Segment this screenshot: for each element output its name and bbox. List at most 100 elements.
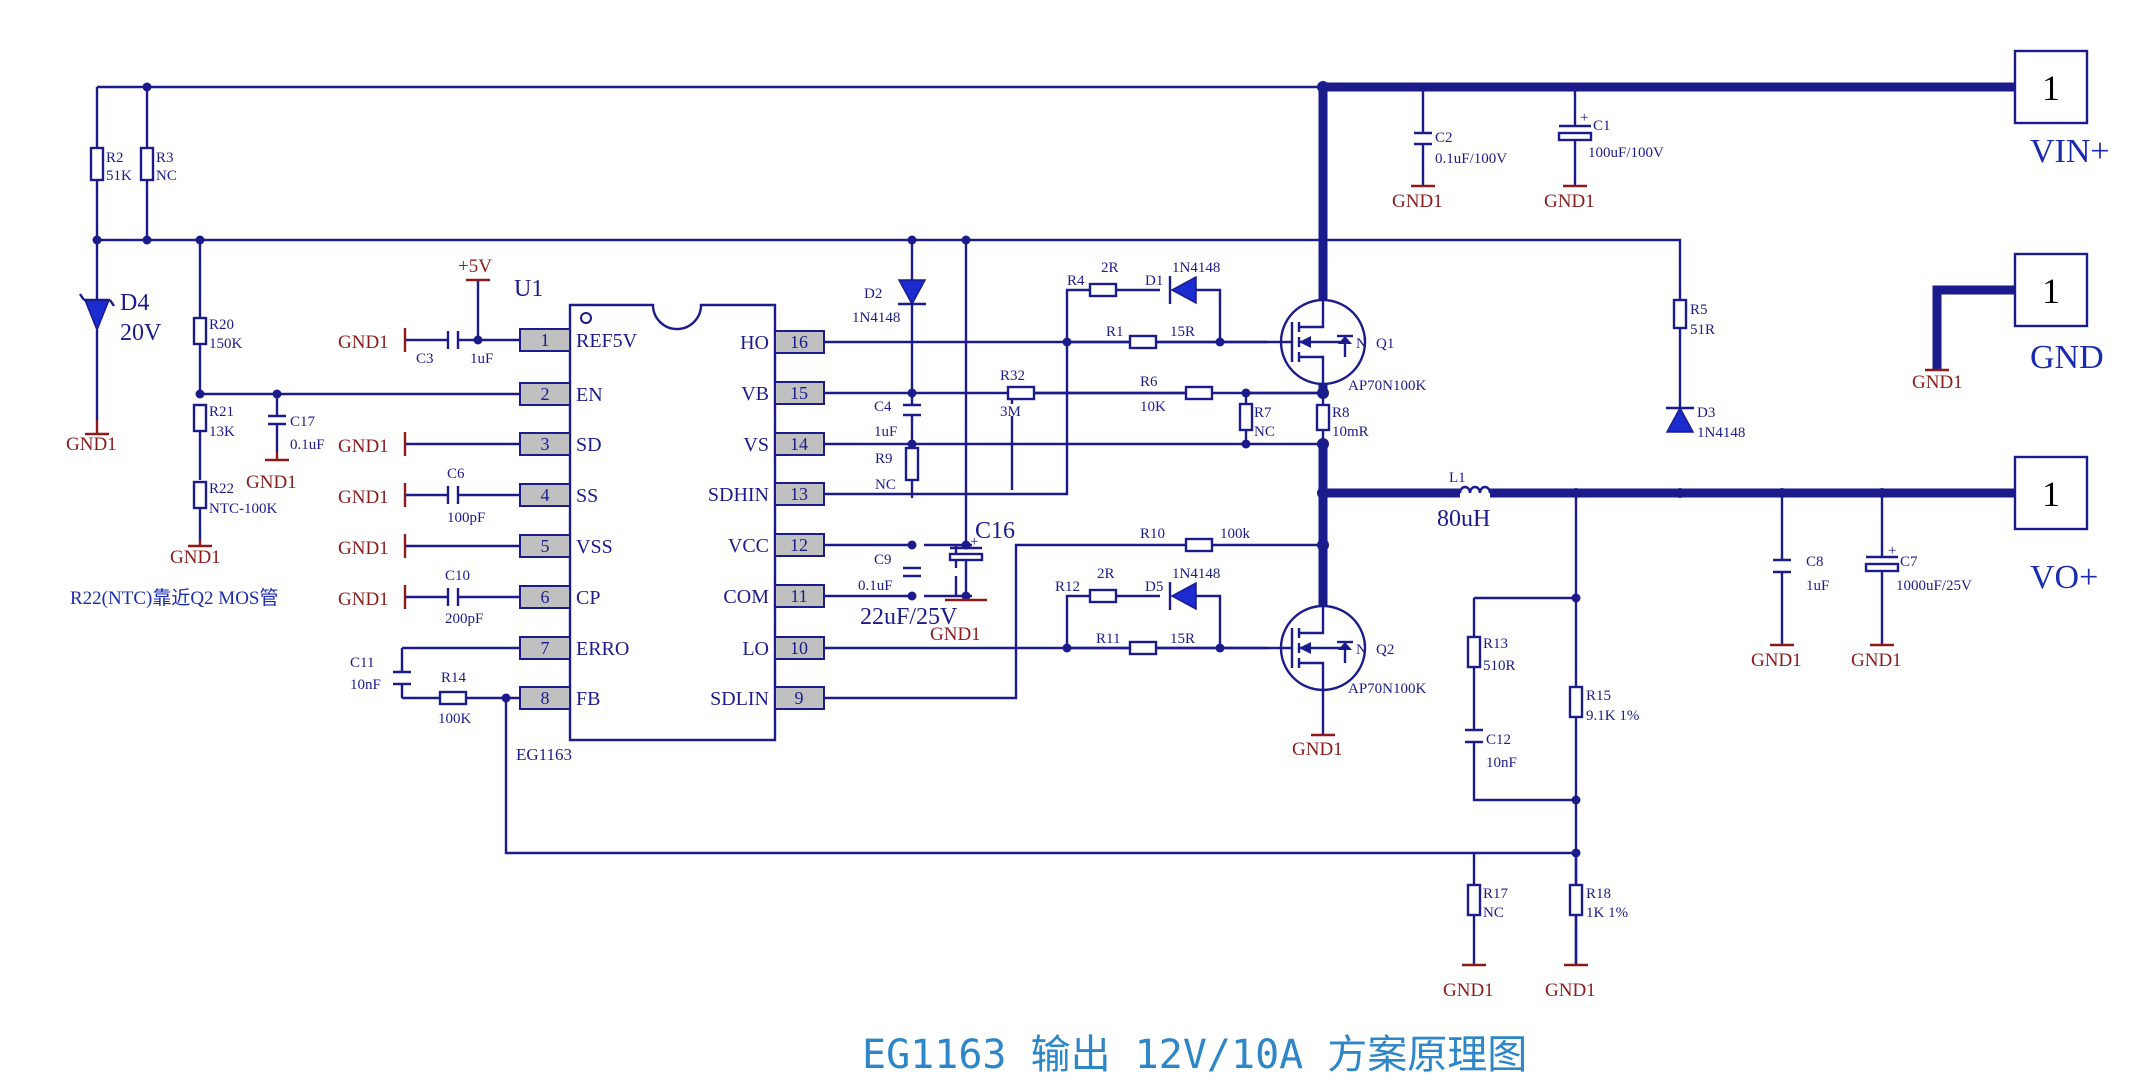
components-r2-value-label: 51K (106, 168, 132, 184)
rect-shape (774, 533, 825, 557)
rect-shape (519, 636, 571, 660)
circle-shape (1571, 848, 1581, 858)
components-d1-ref-label: D1 (1145, 273, 1163, 289)
components-r6-ref-label: R6 (1140, 374, 1158, 390)
components-c9-value-label: 0.1uF (858, 578, 893, 594)
components-r7-value-label: NC (1254, 424, 1275, 440)
net-gnd-label: GND1 (338, 436, 389, 457)
components-d5-value-label: 1N4148 (1172, 566, 1220, 582)
components-r20-value-label: 150K (209, 336, 243, 352)
polygon-shape (897, 279, 927, 306)
path-shape (1458, 485, 1492, 494)
net-gnd-label: GND1 (338, 487, 389, 508)
circle-shape (272, 389, 282, 399)
components-r9-value-label: NC (875, 477, 896, 493)
components-d5-ref-label: D5 (1145, 579, 1163, 595)
components-r5-ref-label: R5 (1690, 302, 1708, 318)
connector-vo: 1 VO+ (2013, 455, 2098, 596)
ic-part: EG1163 (516, 745, 572, 764)
ports-vin-num-label: 1 (2042, 68, 2060, 108)
pin-16-num: 16 (790, 332, 808, 352)
net-gnd-label: GND1 (1292, 739, 1343, 760)
components-r15-ref-label: R15 (1586, 688, 1611, 704)
circle-shape (195, 389, 205, 399)
path-shape (265, 452, 289, 462)
pin-5-num: 5 (541, 536, 550, 556)
components-r1-value-label: 15R (1170, 324, 1195, 340)
pin-14-name: VS (743, 434, 769, 456)
components-r3-value-label: NC (156, 168, 177, 184)
pin-11-num: 11 (790, 586, 807, 606)
circle-shape (501, 693, 511, 703)
net-gnd-label: GND1 (66, 434, 117, 455)
components-r32-value-label: 3M (1000, 404, 1021, 420)
path-shape (568, 303, 777, 742)
components-c3-ref-label: C3 (416, 351, 434, 367)
components-r11-ref-label: R11 (1096, 631, 1120, 647)
resistor-r22-ntc (192, 480, 208, 510)
components-q2-ref-label: Q2 (1376, 642, 1394, 658)
components-r17-ref-label: R17 (1483, 886, 1509, 902)
path-shape (446, 588, 460, 606)
components-r9-ref-label: R9 (875, 451, 893, 467)
resistor-r13 (1466, 635, 1482, 669)
rect-shape (1557, 131, 1593, 142)
components-c10-ref-label: C10 (445, 568, 470, 584)
resistor-r3 (139, 146, 155, 182)
rect-shape (519, 432, 571, 456)
circle-shape (1571, 795, 1581, 805)
circle-shape (1241, 388, 1251, 398)
components-r12-value-label: 2R (1097, 566, 1115, 582)
rect-shape (774, 584, 825, 608)
path-shape (1465, 728, 1483, 744)
components-c9-ref-label: C9 (874, 552, 892, 568)
pin-4-num: 4 (541, 485, 550, 505)
components-r2-ref-label: R2 (106, 150, 124, 166)
circle-shape (1571, 488, 1581, 498)
components-r18-value-label: 1K 1% (1586, 905, 1628, 921)
path-shape (903, 566, 921, 578)
rect-shape (519, 328, 571, 352)
components-r11-value-label: 15R (1170, 631, 1195, 647)
net-gnd-label: GND1 (1751, 650, 1802, 671)
resistor-r18 (1568, 883, 1584, 917)
pin-9-name: SDLIN (710, 688, 769, 710)
resistor-r12 (1088, 588, 1118, 604)
circle-shape (195, 235, 205, 245)
resistor-r4 (1088, 282, 1118, 298)
components-c7-ref-label: C7 (1900, 554, 1918, 570)
pin-10-num: 10 (790, 638, 808, 658)
circle-shape (1062, 337, 1072, 347)
path-shape (79, 293, 115, 307)
components-c8-ref-label: C8 (1806, 554, 1824, 570)
components-c12-ref-label: C12 (1486, 732, 1511, 748)
components-r10-ref-label: R10 (1140, 526, 1165, 542)
circle-shape (142, 82, 152, 92)
ports-vo-num-label: 1 (2042, 474, 2060, 514)
path-shape (1414, 131, 1432, 146)
components-d3-value-label: 1N4148 (1697, 425, 1745, 441)
path-shape (824, 543, 1320, 700)
rect-shape (948, 552, 984, 562)
pin-8-name: FB (576, 688, 600, 710)
components-c6-ref-label: C6 (447, 466, 465, 482)
circle-shape (961, 235, 971, 245)
components-c10-value-label: 200pF (445, 611, 483, 627)
net-gnd-label: GND1 (930, 624, 981, 645)
components-c8-value-label: 1uF (1806, 578, 1829, 594)
components-r17-value-label: NC (1483, 905, 1504, 921)
pin-1-name: REF5V (576, 330, 638, 352)
pin-6-num: 6 (541, 587, 550, 607)
gnd-symbols: GND1 GND1 GND1 GND1 GND1 GND1 GND1 GND1 … (66, 184, 1963, 1001)
rect-shape (774, 330, 825, 354)
components-r8-ref-label: R8 (1332, 405, 1350, 421)
resistor-r2 (89, 146, 105, 182)
page-title: EG1163 输出 12V/10A 方案原理图 (862, 1032, 1527, 1078)
junctions (92, 81, 1887, 858)
components-c1-value-label: 100uF/100V (1588, 145, 1664, 161)
components-r5-value-label: 51R (1690, 322, 1715, 338)
components-d2-value-label: 1N4148 (852, 310, 900, 326)
polygon-shape (1338, 336, 1352, 344)
text-shape: N (1356, 642, 1367, 658)
net-gnd-label: GND1 (1443, 980, 1494, 1001)
